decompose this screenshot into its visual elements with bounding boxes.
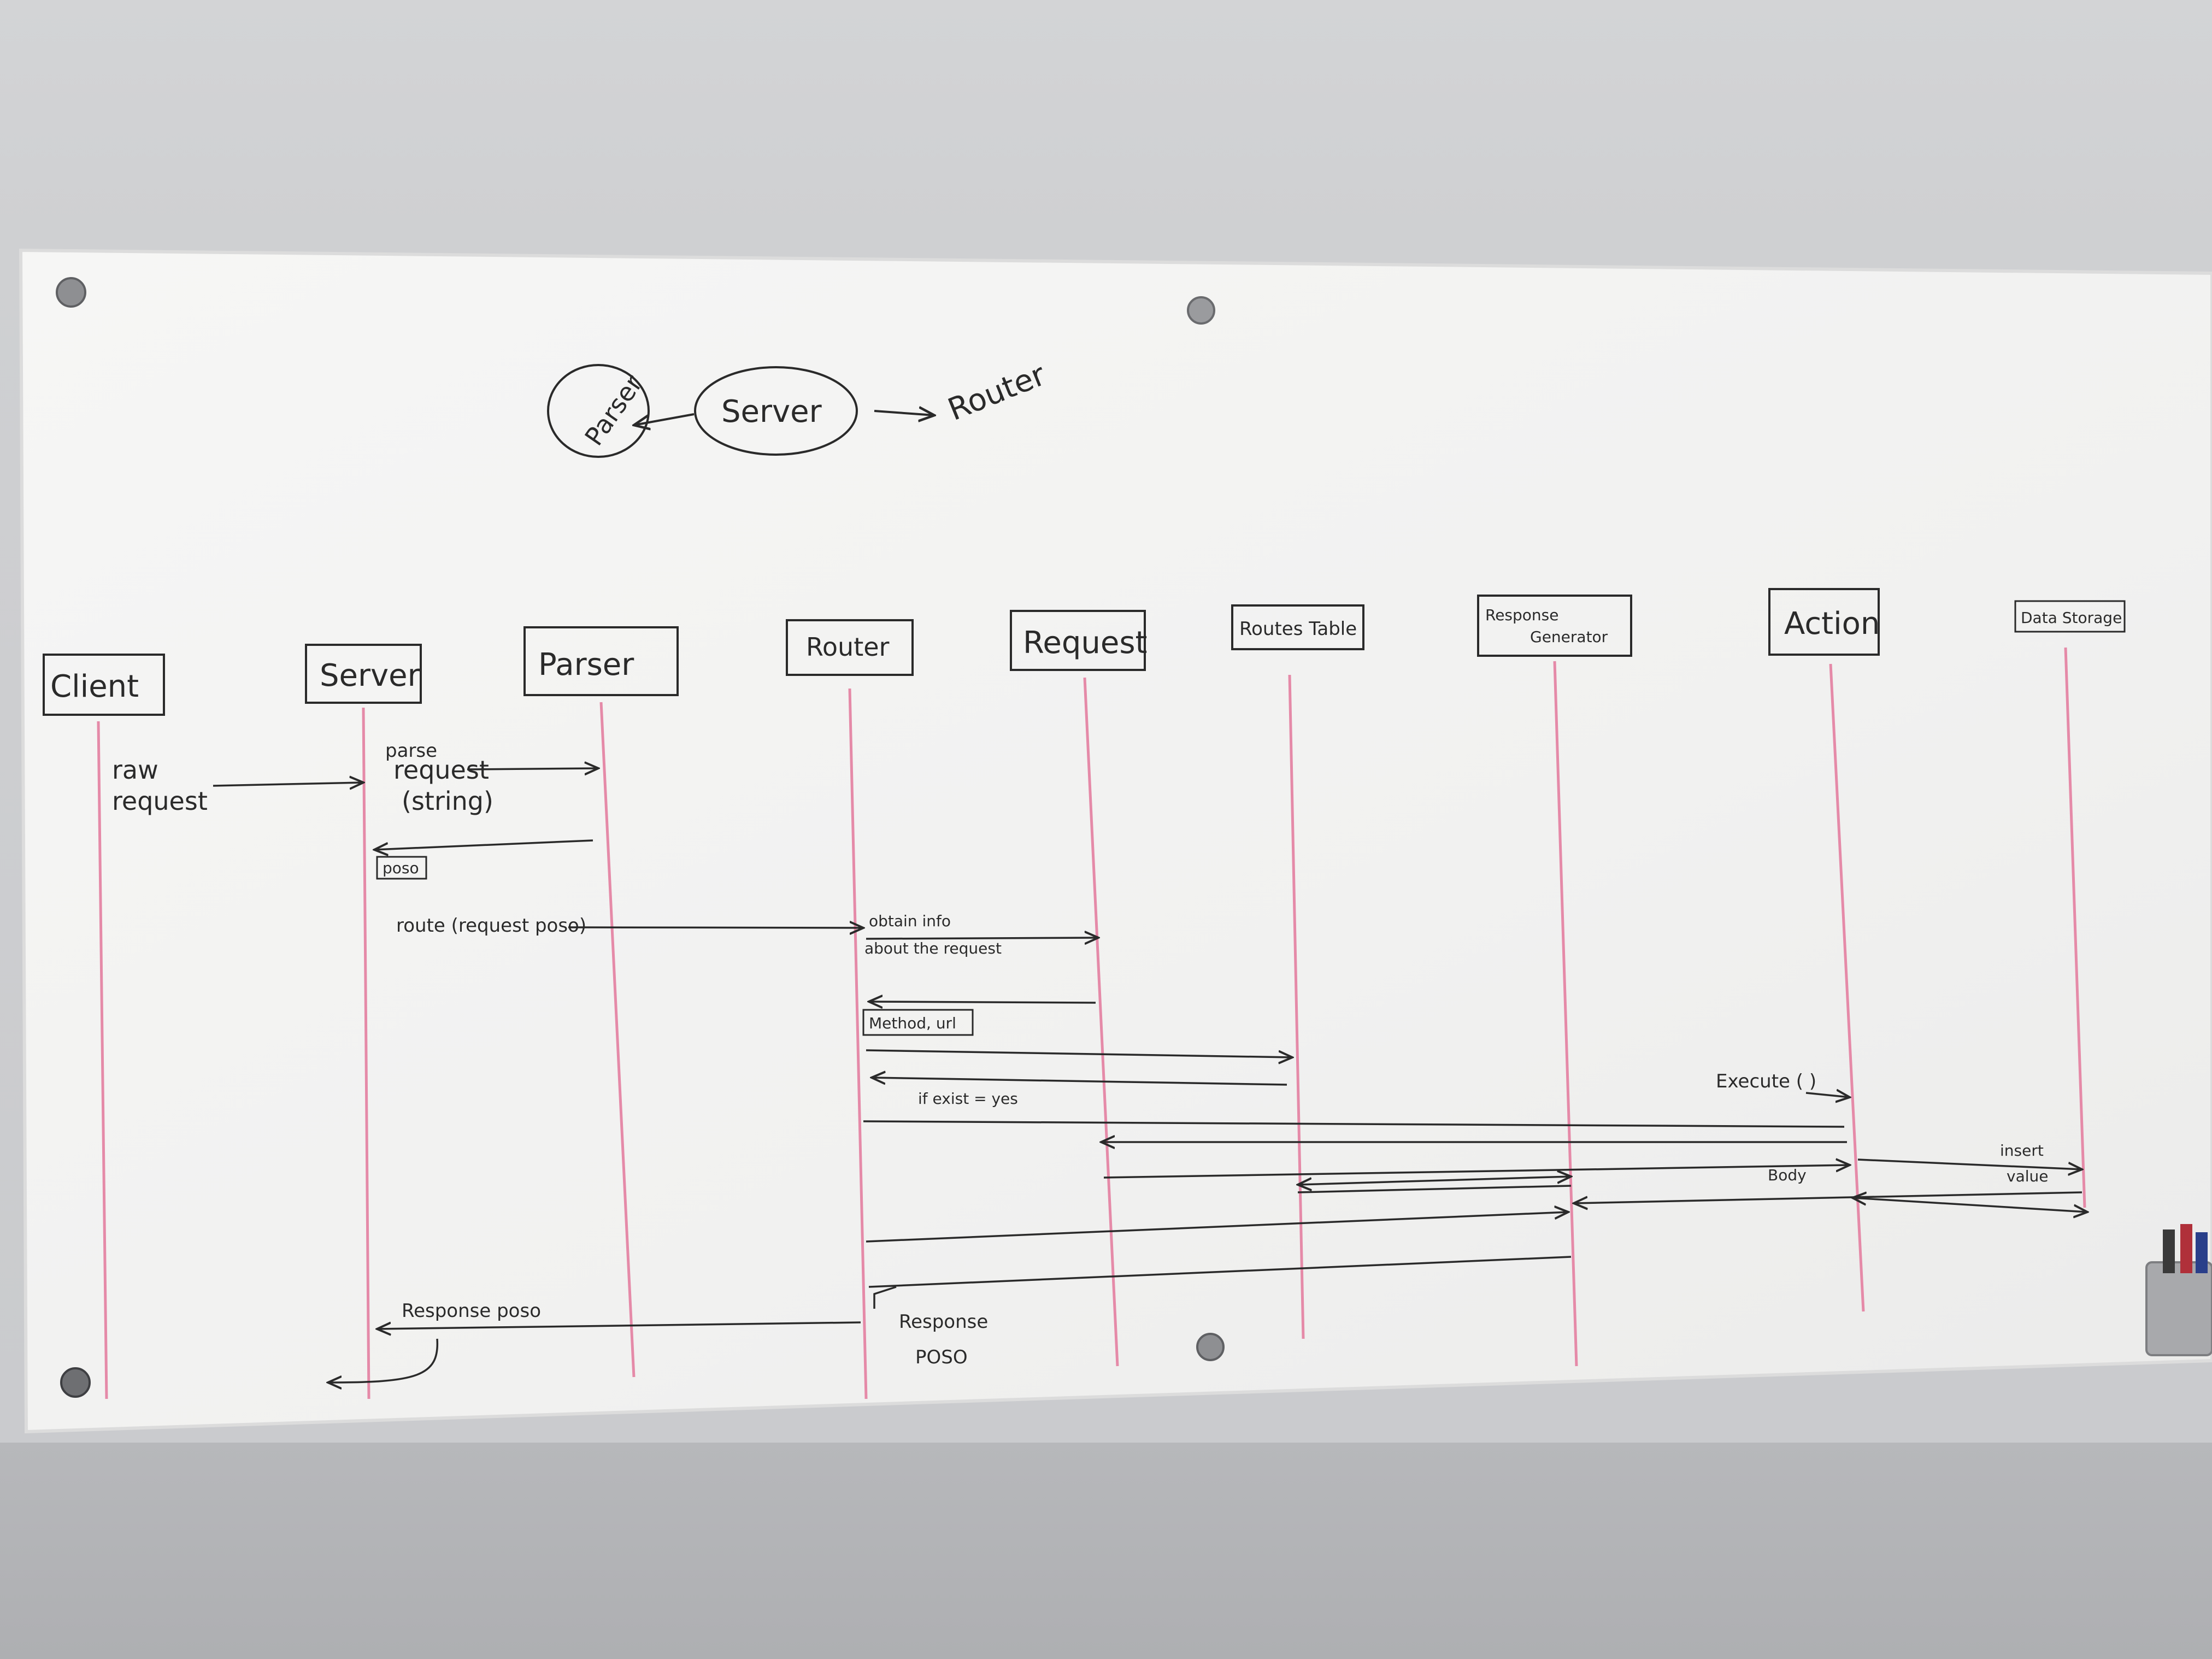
msg-insert-value-return-arrow xyxy=(1852,1198,2087,1212)
msg-routes-table-response-generator-arrow xyxy=(1298,1176,1571,1185)
msg-raw-request-label-2: request xyxy=(112,786,208,816)
participant-response-generator-line2: Generator xyxy=(1530,628,1608,646)
overview-server-label: Server xyxy=(721,394,822,430)
participant-routes-table: Routes Table xyxy=(1231,604,1364,650)
msg-parse-request-label-1: parse xyxy=(385,740,437,762)
mount-top-center xyxy=(1187,296,1215,325)
msg-obtain-info-arrow xyxy=(866,938,1098,939)
msg-router-to-action-line xyxy=(863,1120,1845,1128)
participant-request: Request xyxy=(1010,610,1147,671)
msg-obtain-info-label-2: about the request xyxy=(864,939,1002,957)
msg-parse-request-label-3: (string) xyxy=(402,786,493,816)
msg-poso-return-arrow xyxy=(374,839,593,850)
msg-execute-arrow xyxy=(1805,1093,1850,1097)
lifeline-response-generator xyxy=(1553,661,1578,1367)
lifeline-routes-table xyxy=(1288,674,1305,1339)
participant-server-label: Server xyxy=(320,658,421,693)
lifeline-router xyxy=(848,688,868,1399)
board-mounts xyxy=(56,277,1225,1398)
participant-response-generator: Response Generator xyxy=(1477,595,1632,657)
mount-top-left xyxy=(56,277,86,308)
participant-client: Client xyxy=(43,654,165,716)
participant-response-generator-line1: Response xyxy=(1485,606,1558,624)
msg-route-label: route (request poso) xyxy=(396,915,586,937)
msg-parse-request-arrow xyxy=(467,768,598,769)
msg-response-poso-router-label-1: Response xyxy=(899,1311,988,1333)
participant-data-storage: Data Storage xyxy=(2014,600,2126,633)
msg-response-generator-to-router-line xyxy=(868,1256,1572,1288)
participant-request-label: Request xyxy=(1023,625,1147,661)
participant-parser-label: Parser xyxy=(538,647,634,683)
participant-action: Action xyxy=(1768,588,1880,656)
participant-parser: Parser xyxy=(523,626,679,696)
messages xyxy=(213,768,2087,1382)
participant-action-label: Action xyxy=(1784,606,1880,642)
lifelines xyxy=(97,647,2086,1399)
overview-parser-bubble xyxy=(547,364,650,458)
lifeline-parser xyxy=(599,702,636,1378)
msg-router-to-routes-table-arrow xyxy=(866,1049,1292,1057)
msg-parse-request-label-2: request xyxy=(393,755,489,785)
participant-server: Server xyxy=(305,644,422,704)
lifeline-request xyxy=(1083,677,1119,1367)
wall xyxy=(0,1443,2212,1659)
msg-router-to-response-generator-arrow xyxy=(866,1212,1568,1243)
msg-method-url-label: Method, url xyxy=(869,1014,956,1032)
msg-poso-label: poso xyxy=(383,859,419,877)
msg-insert-value-arrow xyxy=(1857,1158,2082,1169)
overview-server-to-parser-arrow xyxy=(634,413,695,425)
msg-server-to-client-arrow xyxy=(328,1338,439,1382)
msg-obtain-info-label-1: obtain info xyxy=(869,912,951,930)
msg-route-arrow xyxy=(568,927,863,928)
participant-data-storage-label: Data Storage xyxy=(2021,609,2122,627)
lifeline-client xyxy=(97,721,108,1399)
participant-router-label: Router xyxy=(806,632,890,662)
participant-client-label: Client xyxy=(50,669,139,704)
msg-raw-request-arrow xyxy=(213,783,363,786)
msg-routes-table-response-generator-return xyxy=(1297,1185,1572,1193)
msg-if-exist-arrow xyxy=(872,1078,1287,1086)
msg-response-poso-server-label: Response poso xyxy=(402,1300,541,1322)
msg-execute-label: Execute ( ) xyxy=(1716,1070,1816,1092)
msg-body-arrow xyxy=(1574,1191,2082,1203)
msg-insert-value-label-1: insert xyxy=(2000,1142,2044,1160)
marker-holder xyxy=(2145,1224,2212,1356)
overview-server-bubble xyxy=(694,366,858,456)
msg-raw-request-label-1: raw xyxy=(112,755,158,785)
board-surface xyxy=(19,248,2212,1434)
mount-bottom-left xyxy=(60,1367,91,1398)
msg-body-label: Body xyxy=(1768,1166,1807,1184)
mount-bottom-center xyxy=(1196,1333,1225,1361)
msg-response-poso-router-arrow xyxy=(873,1286,897,1309)
msg-method-url-arrow xyxy=(869,1002,1096,1003)
participant-headers: Client Server Parser Router Request Rout… xyxy=(43,588,2126,716)
message-labels: raw request parse request (string) poso … xyxy=(112,740,2048,1368)
msg-insert-value-label-2: value xyxy=(2007,1167,2048,1185)
msg-response-poso-server-arrow xyxy=(377,1321,861,1329)
msg-method-url-box xyxy=(862,1009,974,1036)
overview-server-to-router-arrow xyxy=(874,411,934,415)
lifeline-data-storage xyxy=(2064,647,2086,1208)
participant-router: Router xyxy=(786,619,914,676)
participant-routes-table-label: Routes Table xyxy=(1239,618,1357,640)
msg-poso-box xyxy=(376,856,427,880)
lifeline-server xyxy=(362,707,370,1399)
msg-response-poso-router-label-2: POSO xyxy=(915,1346,968,1368)
msg-if-exist-label: if exist = yes xyxy=(918,1090,1018,1108)
